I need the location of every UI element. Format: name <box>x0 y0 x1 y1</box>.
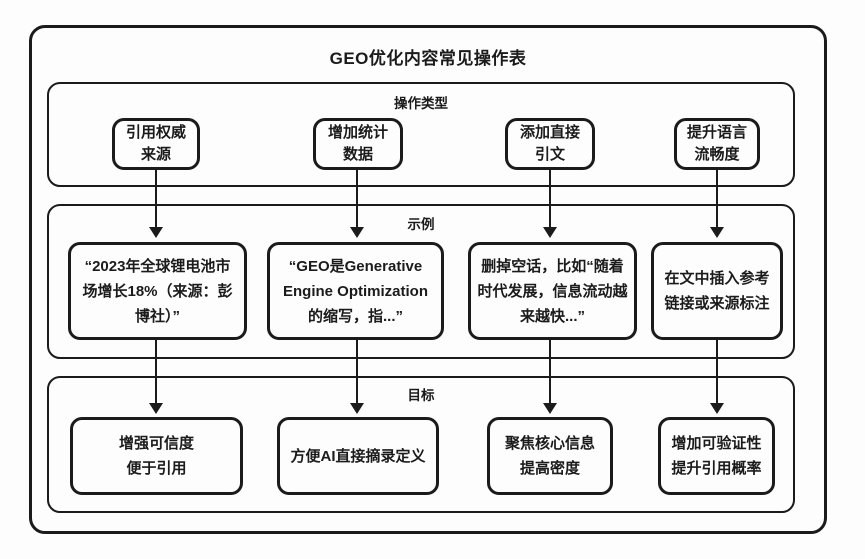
arrow-line <box>355 170 359 229</box>
section-label-example: 示例 <box>407 217 435 232</box>
section-example <box>47 204 795 359</box>
arrow-line <box>715 340 719 405</box>
operation-box-improve-fluency: 提升语言 流畅度 <box>674 118 760 170</box>
arrow-example-to-goal-3 <box>542 340 558 414</box>
arrow-operation-to-example-1 <box>148 170 164 238</box>
arrow-operation-to-example-4 <box>709 170 725 238</box>
arrow-down-icon <box>710 403 724 414</box>
section-label-goal: 目标 <box>407 388 435 403</box>
section-goal <box>47 376 795 513</box>
outer-frame <box>29 25 827 534</box>
goal-box-ai-excerpt: 方便AI直接摘录定义 <box>277 417 439 495</box>
arrow-operation-to-example-2 <box>349 170 365 238</box>
arrow-down-icon <box>543 403 557 414</box>
example-box-remove-filler: 删掉空话，比如“随着 时代发展，信息流动越 来越快...” <box>468 242 637 340</box>
goal-box-verifiability: 增加可验证性 提升引用概率 <box>658 417 775 495</box>
arrow-operation-to-example-3 <box>542 170 558 238</box>
arrow-example-to-goal-4 <box>709 340 725 414</box>
arrow-down-icon <box>543 227 557 238</box>
operation-box-cite-authoritative-sources: 引用权威 来源 <box>112 118 200 170</box>
arrow-line <box>715 170 719 229</box>
diagram-title: GEO优化内容常见操作表 <box>329 49 527 68</box>
arrow-down-icon <box>710 227 724 238</box>
example-box-statistics-source: “2023年全球锂电池市 场增长18%（来源：彭 博社）” <box>68 242 247 340</box>
arrow-line <box>548 340 552 405</box>
arrow-down-icon <box>350 227 364 238</box>
operation-box-add-direct-quotes: 添加直接 引文 <box>505 118 595 170</box>
arrow-line <box>154 170 158 229</box>
arrow-line <box>548 170 552 229</box>
example-box-insert-references: 在文中插入参考 链接或来源标注 <box>651 242 783 340</box>
goal-box-credibility: 增强可信度 便于引用 <box>70 417 243 495</box>
arrow-example-to-goal-1 <box>148 340 164 414</box>
arrow-example-to-goal-2 <box>349 340 365 414</box>
example-box-geo-definition: “GEO是Generative Engine Optimization 的缩写，… <box>267 242 444 340</box>
section-operation-type <box>47 82 795 187</box>
arrow-down-icon <box>350 403 364 414</box>
operation-box-add-statistics: 增加统计 数据 <box>313 118 403 170</box>
arrow-down-icon <box>149 403 163 414</box>
arrow-down-icon <box>149 227 163 238</box>
arrow-line <box>154 340 158 405</box>
goal-box-core-info-density: 聚焦核心信息 提高密度 <box>487 417 613 495</box>
section-label-operation-type: 操作类型 <box>394 96 448 111</box>
arrow-line <box>355 340 359 405</box>
